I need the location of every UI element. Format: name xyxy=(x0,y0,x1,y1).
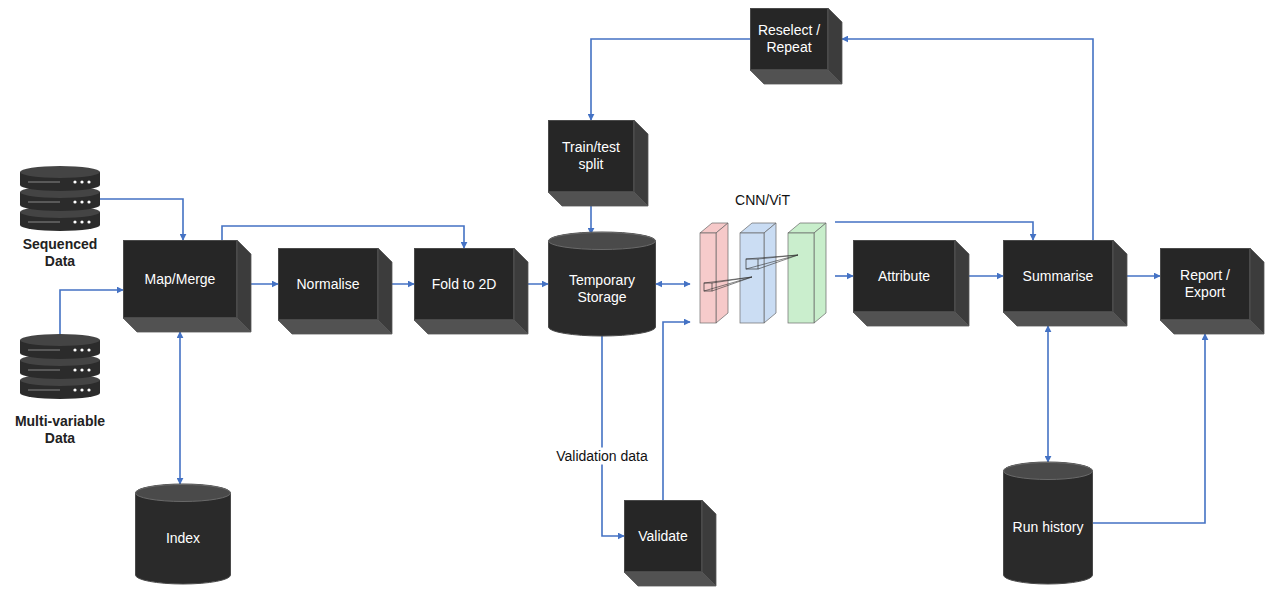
node-shape xyxy=(690,192,835,334)
process-box: Reselect / Repeat xyxy=(750,8,842,84)
flow-arrow xyxy=(590,206,592,234)
process-box: Normalise xyxy=(278,248,392,334)
node-label: Report / Export xyxy=(1166,267,1244,301)
flow-arrow xyxy=(100,199,183,240)
text-holder: CNN/ViT xyxy=(690,192,835,209)
flow-arrow xyxy=(842,39,1093,240)
node-label: Temporary Storage xyxy=(554,272,650,306)
process-box: Summarise xyxy=(1003,240,1127,326)
node-label: Attribute xyxy=(878,268,930,285)
flow-arrow xyxy=(663,322,690,500)
node-label: Validate xyxy=(638,528,688,545)
text-holder: Summarise xyxy=(1003,240,1113,312)
flow-arrow xyxy=(60,290,123,334)
text-holder: Attribute xyxy=(853,240,955,312)
flow-arrow xyxy=(1093,334,1205,523)
text-holder: Reselect / Repeat xyxy=(750,8,828,70)
text-holder: Index xyxy=(135,502,231,575)
flow-arrow xyxy=(835,275,853,277)
database-icon: Multi-variable Data xyxy=(5,334,115,455)
text-holder: Report / Export xyxy=(1160,248,1250,320)
database-icon: Sequenced Data xyxy=(8,166,112,270)
node-label: Fold to 2D xyxy=(432,276,497,293)
node-label: Reselect / Repeat xyxy=(756,22,822,56)
node-label: CNN/ViT xyxy=(735,192,790,209)
text-holder: Sequenced Data xyxy=(8,236,112,270)
flow-arrow xyxy=(835,222,1033,240)
text-holder: Multi-variable Data xyxy=(5,404,115,455)
text-holder: Map/Merge xyxy=(123,240,237,318)
text-holder: Temporary Storage xyxy=(548,250,656,327)
text-holder: Normalise xyxy=(278,248,378,320)
flow-arrow xyxy=(179,332,181,484)
text-holder: Fold to 2D xyxy=(414,248,514,320)
node-label: Train/test split xyxy=(554,139,628,173)
flow-arrow xyxy=(656,283,690,285)
node-label: Map/Merge xyxy=(145,271,216,288)
text-holder: Train/test split xyxy=(548,120,634,192)
node-label: Normalise xyxy=(296,276,359,293)
process-box: Validate xyxy=(624,500,716,586)
process-box: Attribute xyxy=(853,240,969,326)
process-box: Report / Export xyxy=(1160,248,1264,334)
node-label: Index xyxy=(166,530,200,547)
node-label: Sequenced Data xyxy=(8,236,112,270)
edge-label: Validation data xyxy=(553,448,651,465)
process-box: Train/test split xyxy=(548,120,648,206)
text-holder: Run history xyxy=(1003,480,1093,575)
flow-arrow xyxy=(602,336,624,536)
storage-cylinder: Run history xyxy=(1003,462,1093,584)
flow-arrow xyxy=(1047,326,1049,462)
storage-cylinder: Index xyxy=(135,484,231,584)
storage-cylinder: Temporary Storage xyxy=(548,232,656,336)
flow-arrow xyxy=(222,226,464,248)
node-label: Multi-variable Data xyxy=(5,413,115,447)
node-label: Summarise xyxy=(1023,268,1094,285)
node-label: Run history xyxy=(1013,519,1084,536)
process-box: Map/Merge xyxy=(123,240,251,332)
model-illustration: CNN/ViT xyxy=(690,192,835,334)
process-box: Fold to 2D xyxy=(414,248,528,334)
flow-arrow xyxy=(591,39,750,120)
text-holder: Validate xyxy=(624,500,702,572)
